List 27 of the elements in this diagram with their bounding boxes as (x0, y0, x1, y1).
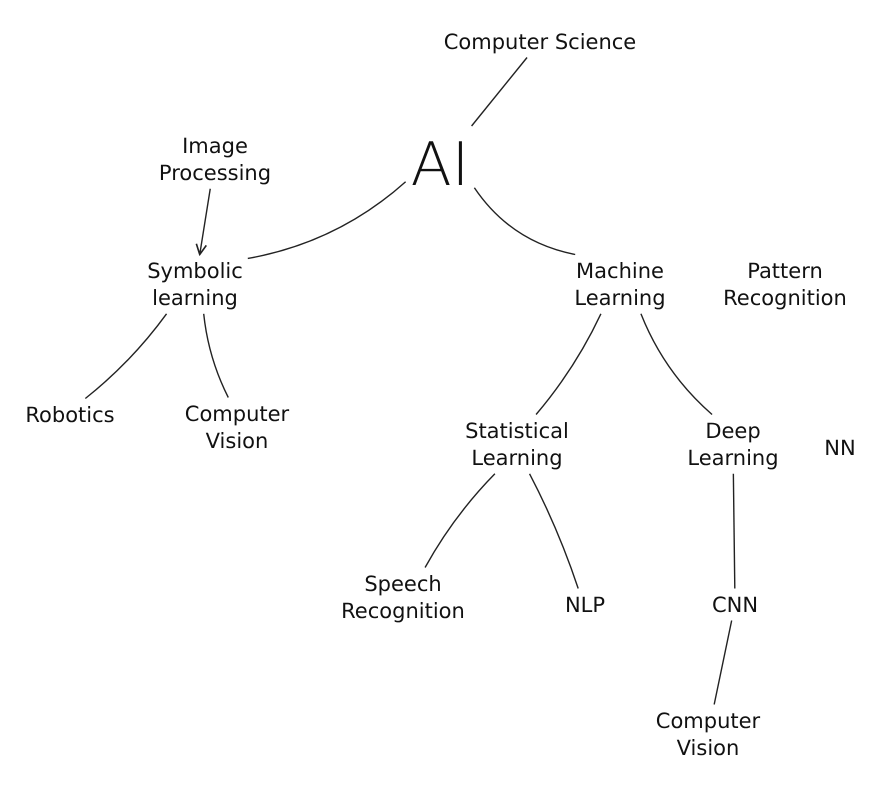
connector-line (84, 313, 168, 400)
node-label: AI (395, 135, 485, 195)
connector-line (640, 314, 713, 416)
node-label: Image Processing (140, 132, 290, 188)
term-label: NN (823, 434, 857, 462)
connector-line (471, 57, 528, 126)
connector-line (474, 187, 576, 256)
term-label: Pattern Recognition (722, 258, 848, 312)
node-label: Robotics (15, 402, 125, 429)
node-label: CNN (705, 592, 765, 619)
node-label: Symbolic learning (130, 258, 260, 312)
node-label: Computer Vision (177, 400, 297, 456)
connector-line (536, 314, 602, 415)
connector-line (203, 314, 229, 398)
connector-line (732, 474, 736, 588)
node-label: Computer Vision (648, 708, 768, 762)
connector-line (713, 620, 732, 705)
connector-line (248, 181, 406, 260)
node-label: Statistical Learning (447, 418, 587, 472)
node-label: Computer Science (415, 28, 665, 56)
connector-line (528, 473, 579, 589)
connector-line (424, 473, 496, 568)
arrow (196, 188, 211, 256)
node-label: Deep Learning (673, 418, 793, 472)
node-label: Machine Learning (555, 258, 685, 312)
node-label: NLP (555, 592, 615, 619)
node-label: Speech Recognition (323, 570, 483, 626)
